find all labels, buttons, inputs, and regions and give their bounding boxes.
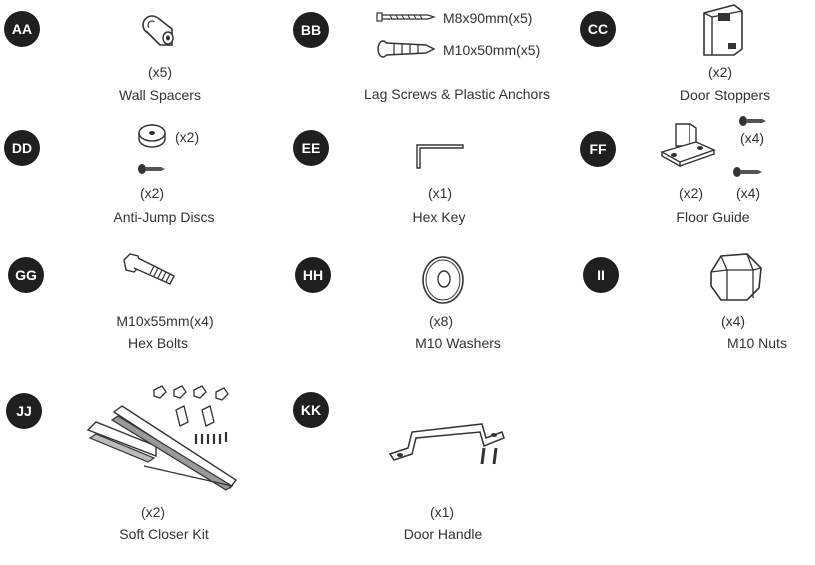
ee-qty: (x1): [427, 185, 453, 201]
badge-ii: II: [583, 257, 619, 293]
floor-guide-screw-bottom-icon: [733, 167, 762, 177]
dd-qty-disc: (x2): [175, 129, 200, 145]
gg-spec: M10x55mm(x4): [116, 313, 214, 329]
floor-guide-icon: [660, 123, 716, 168]
cc-qty: (x2): [707, 64, 733, 80]
cc-name: Door Stoppers: [679, 87, 771, 103]
ee-name: Hex Key: [412, 209, 466, 225]
hex-bolt-icon: [123, 253, 175, 285]
ff-qty-screw-top: (x4): [739, 130, 765, 146]
hex-key-icon: [416, 144, 464, 169]
badge-gg: GG: [8, 257, 44, 293]
bb-spec-1: M8x90mm(x5): [443, 10, 533, 26]
wall-spacer-icon: [142, 15, 174, 46]
hh-name: M10 Washers: [415, 335, 501, 351]
bb-name: Lag Screws & Plastic Anchors: [364, 86, 550, 102]
dd-qty-screw: (x2): [139, 185, 165, 201]
door-handle-screw-icon: [480, 447, 498, 465]
anti-jump-disc-icon: [138, 124, 166, 148]
soft-closer-icon: [86, 385, 238, 491]
floor-guide-screw-top-icon: [739, 116, 766, 126]
gg-name: Hex Bolts: [128, 335, 188, 351]
kk-qty: (x1): [429, 504, 455, 520]
plastic-anchor-icon: [377, 40, 436, 58]
ff-qty-guide: (x2): [678, 185, 704, 201]
ii-name: M10 Nuts: [727, 335, 787, 351]
disc-screw-icon: [138, 164, 165, 174]
ii-qty: (x4): [720, 313, 746, 329]
washer-icon: [422, 256, 464, 304]
badge-ee: EE: [293, 130, 329, 166]
aa-qty: (x5): [147, 64, 173, 80]
hh-qty: (x8): [428, 313, 454, 329]
lag-screw-icon: [376, 12, 436, 22]
door-handle-icon: [388, 423, 505, 461]
badge-kk: KK: [293, 392, 329, 428]
jj-qty: (x2): [140, 504, 166, 520]
badge-dd: DD: [4, 130, 40, 166]
ff-name: Floor Guide: [676, 209, 750, 225]
badge-ff: FF: [580, 131, 616, 167]
badge-hh: HH: [295, 257, 331, 293]
door-stopper-icon: [703, 4, 743, 56]
kk-name: Door Handle: [403, 526, 483, 542]
bb-spec-2: M10x50mm(x5): [443, 42, 541, 58]
badge-bb: BB: [293, 12, 329, 48]
badge-jj: JJ: [6, 393, 42, 429]
dd-name: Anti-Jump Discs: [113, 209, 215, 225]
badge-aa: AA: [4, 11, 40, 47]
badge-cc: CC: [580, 11, 616, 47]
ff-qty-screw-bottom: (x4): [735, 185, 761, 201]
aa-name: Wall Spacers: [119, 87, 201, 103]
nut-icon: [710, 253, 762, 301]
jj-name: Soft Closer Kit: [119, 526, 209, 542]
